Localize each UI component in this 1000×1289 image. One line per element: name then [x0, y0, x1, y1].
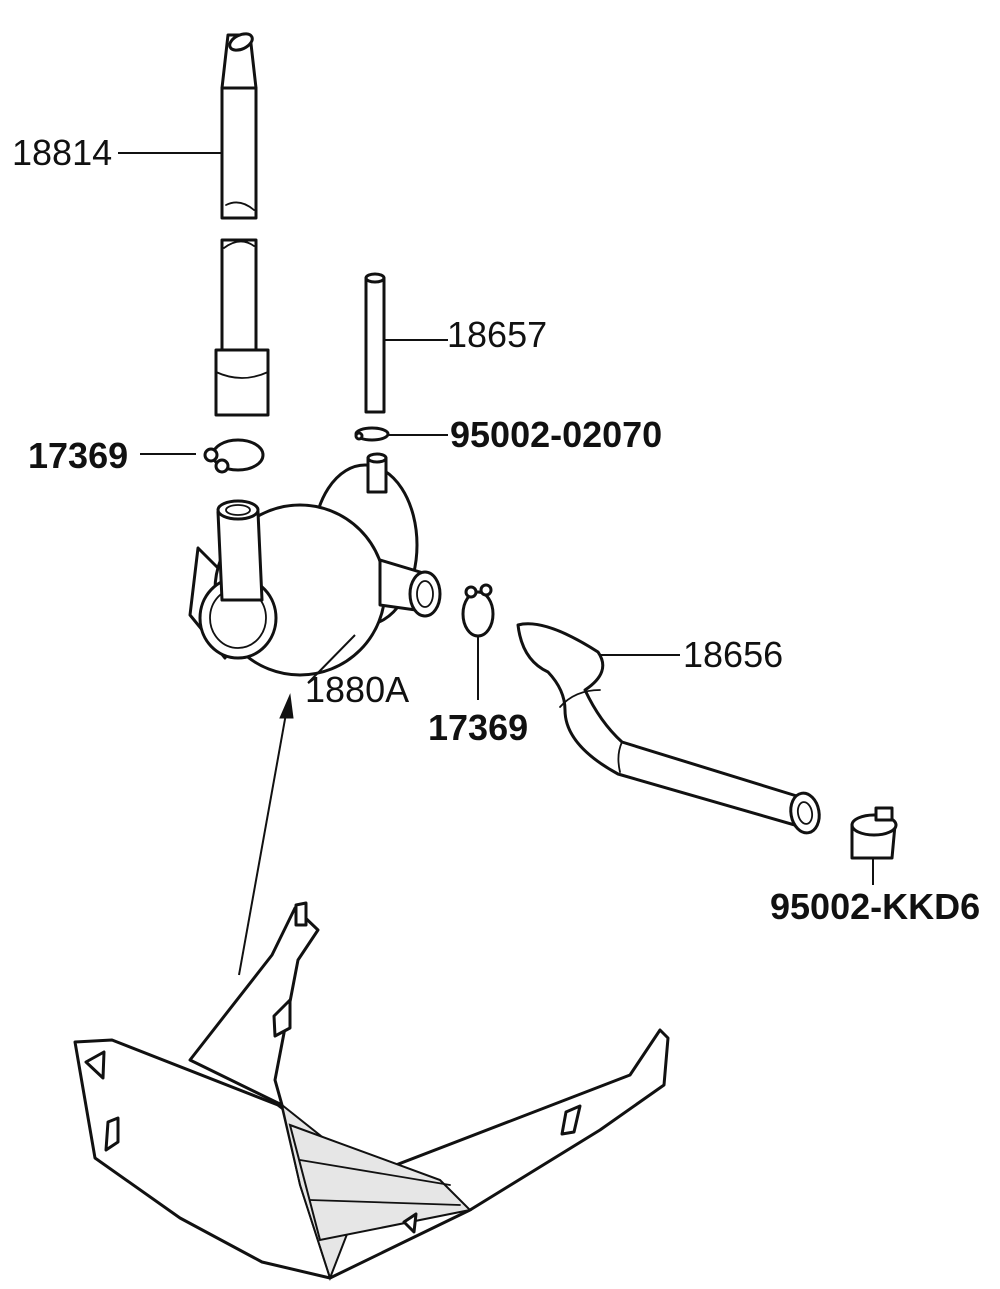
assembly-arrow — [238, 693, 294, 976]
hose-18656 — [516, 622, 821, 835]
label-18656: 18656 — [683, 634, 784, 675]
label-95002-KKD6: 95002-KKD6 — [770, 886, 981, 927]
label-17369-right: 17369 — [428, 707, 529, 748]
label-95002-02070: 95002-02070 — [450, 414, 663, 455]
label-17369-left: 17369 — [28, 435, 129, 476]
separator-1880A — [188, 452, 442, 677]
frame-bracket — [73, 901, 670, 1281]
clamp-17369-right — [461, 583, 495, 638]
clip-95002-02070 — [354, 426, 390, 442]
label-18814: 18814 — [12, 132, 113, 173]
leader-lines — [118, 152, 874, 885]
label-18657: 18657 — [447, 314, 548, 355]
label-1880A: 1880A — [305, 669, 410, 710]
hose-18814 — [214, 32, 270, 417]
clamp-95002-KKD6 — [850, 806, 898, 860]
tube-18657 — [364, 272, 386, 414]
clamp-17369-left — [203, 438, 265, 474]
